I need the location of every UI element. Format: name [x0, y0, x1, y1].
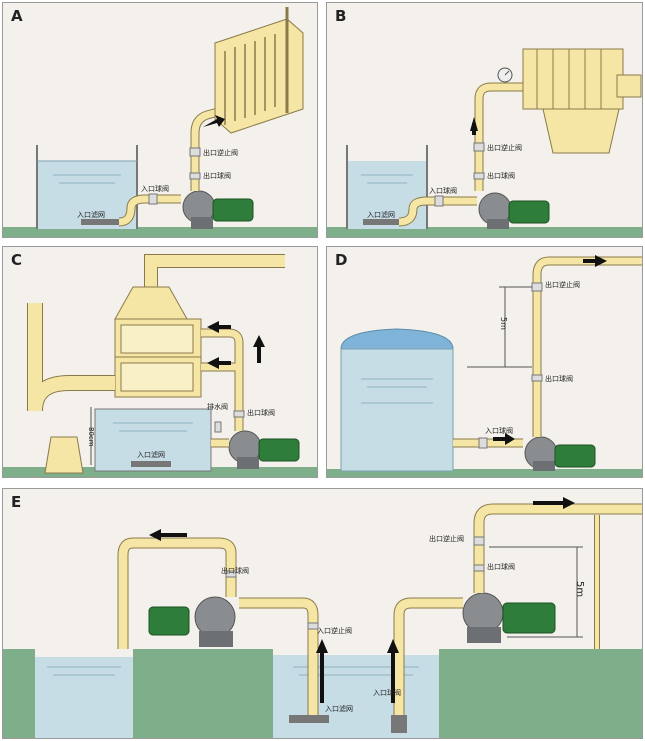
inlet-valve-label: 入口球阀 — [429, 186, 457, 195]
inlet-filter — [131, 461, 171, 467]
inlet-valve — [478, 437, 488, 449]
left-outlet-valve — [225, 570, 237, 578]
flow-arrow-1 — [207, 321, 231, 333]
height-dimension — [489, 546, 583, 638]
plate-heat-exchanger — [214, 7, 304, 134]
inlet-valve — [434, 195, 444, 207]
motor — [554, 444, 596, 468]
panel-b-diagram: 入口滤网 入口球阀 出口球阀 出口逆止阀 — [327, 48, 642, 237]
left-outlet-valve-label: 出口球阀 — [221, 566, 249, 575]
storage-tank — [340, 328, 454, 472]
outlet-check-valve — [189, 147, 201, 157]
panel-e-label: E — [11, 493, 22, 511]
panel-d: D 出口逆止阀 出口球阀 入口球阀 5m — [326, 246, 643, 478]
inlet-check-valve — [307, 622, 319, 630]
inlet-filter — [363, 219, 399, 225]
pump-base — [487, 219, 509, 229]
height-label: 5m — [499, 317, 508, 330]
water-lines — [53, 174, 121, 184]
inlet-filter — [81, 219, 119, 225]
outlet-valve-label: 出口球阀 — [545, 374, 573, 383]
ground — [327, 469, 642, 477]
inlet-check-label: 入口逆止阀 — [317, 626, 352, 635]
inlet-valve-label: 入口球阀 — [485, 426, 513, 435]
flow-arrow-3 — [253, 335, 265, 363]
inlet-valve — [148, 193, 158, 205]
pump-base — [237, 457, 259, 469]
outlet-valve-label: 出口球阀 — [487, 171, 515, 180]
panel-c: C 排水 — [2, 246, 318, 478]
ground — [327, 227, 642, 237]
motor — [212, 198, 254, 222]
ground — [3, 227, 317, 237]
ground — [3, 649, 642, 738]
left-inlet-filter — [289, 715, 329, 723]
panel-a-label: A — [11, 7, 23, 25]
panel-d-diagram: 出口逆止阀 出口球阀 入口球阀 5m — [327, 255, 642, 477]
drain-valve-label: 排水阀 — [207, 402, 228, 411]
flow-arrow-outlet — [583, 255, 607, 267]
panel-c-diagram: 排水阀 出口球阀 入口滤网 80cm — [3, 254, 317, 477]
height-label: 80cm — [87, 427, 95, 447]
right-pump-base — [467, 627, 501, 643]
drain-valve — [214, 421, 222, 433]
outlet-valve — [531, 374, 543, 382]
right-inlet-filter — [391, 715, 407, 733]
outlet-check-label: 出口逆止阀 — [429, 534, 464, 543]
flow-arrow-inlet — [493, 433, 515, 445]
support-stand — [44, 436, 84, 474]
water-tank — [94, 408, 212, 472]
flow-arrow — [203, 115, 225, 127]
panel-e-diagram: 出口球阀 入口逆止阀 入口滤网 入口球阀 出口逆止阀 出口球阀 5m — [3, 497, 642, 738]
motor — [508, 200, 550, 224]
inlet-valve-label: 入口球阀 — [373, 688, 401, 697]
filter-press — [522, 48, 642, 154]
panel-b-label: B — [335, 7, 347, 25]
right-outlet-valve — [473, 564, 485, 572]
left-flow-arrow — [149, 529, 187, 541]
height-label: 5m — [574, 581, 585, 597]
outlet-check-label: 出口逆止阀 — [487, 143, 522, 152]
right-flow-arrow — [533, 497, 575, 509]
outlet-check-valve — [531, 282, 543, 292]
panel-d-label: D — [335, 251, 348, 269]
inlet-filter-label: 入口滤网 — [325, 704, 353, 713]
panel-e: E — [2, 488, 643, 739]
inlet-filter-label: 入口滤网 — [137, 450, 165, 459]
outlet-valve — [233, 410, 245, 418]
outlet-valve — [473, 172, 485, 180]
outlet-valve — [189, 172, 201, 180]
ground — [3, 467, 317, 477]
outlet-check-label: 出口逆止阀 — [545, 280, 580, 289]
inlet-valve-label: 入口球阀 — [141, 184, 169, 193]
right-outlet-valve-label: 出口球阀 — [487, 562, 515, 571]
flow-arrow-2 — [207, 357, 231, 369]
center-flow-arrow-2 — [387, 639, 399, 703]
center-pit-water — [273, 655, 439, 738]
outlet-valve-label: 出口球阀 — [247, 408, 275, 417]
right-motor — [502, 602, 556, 634]
inlet-filter-label: 入口滤网 — [367, 210, 395, 219]
inlet-filter-label: 入口滤网 — [77, 210, 105, 219]
pump-base — [191, 217, 213, 229]
panel-b: B 入口滤网 入口球阀 出口球阀 出口逆止阀 — [326, 2, 643, 238]
outlet-check-valve — [473, 142, 485, 152]
left-pit-water — [35, 657, 133, 738]
panel-a: A — [2, 2, 318, 238]
outlet-valve-label: 出口球阀 — [203, 171, 231, 180]
left-pump-base — [199, 631, 233, 647]
pump-base — [533, 461, 555, 471]
outlet-check-label: 出口逆止阀 — [203, 148, 238, 157]
motor — [258, 438, 300, 462]
scrubber-tower — [114, 254, 285, 398]
outlet-check-valve — [473, 536, 485, 546]
left-motor — [148, 606, 190, 636]
panel-c-label: C — [11, 251, 23, 269]
center-flow-arrow-1 — [316, 639, 328, 703]
height-dimension — [467, 286, 532, 368]
panel-a-diagram: 入口滤网 入口球阀 出口球阀 出口逆止阀 — [3, 7, 317, 237]
